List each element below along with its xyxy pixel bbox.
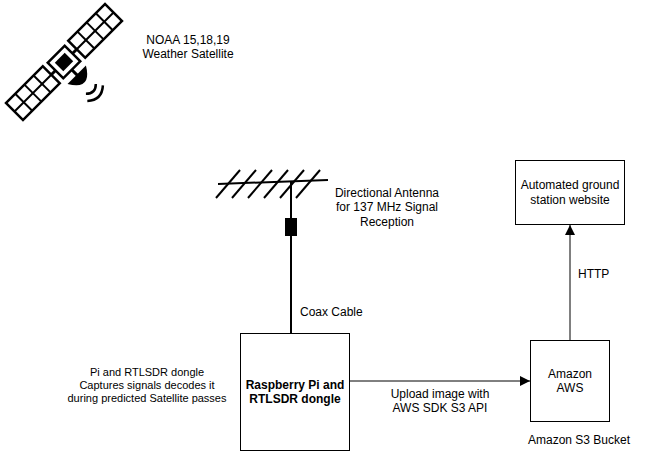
bucket-label: Amazon S3 Bucket bbox=[528, 433, 643, 447]
satellite-label: NOAA 15,18,19 Weather Satellite bbox=[138, 33, 238, 62]
edge-label: HTTP bbox=[576, 267, 611, 281]
http-arrow bbox=[570, 225, 571, 340]
box-text: Amazon AWS bbox=[535, 367, 605, 396]
balun-block bbox=[285, 218, 297, 236]
description-note: Pi and RTLSDR dongle Captures signals de… bbox=[67, 366, 227, 406]
box-text: Raspberry Pi and RTLSDR dongle bbox=[245, 378, 345, 407]
edge-label: Upload image with AWS SDK S3 API bbox=[383, 387, 497, 416]
satellite-icon bbox=[6, 4, 148, 146]
website-box: Automated ground station website bbox=[515, 160, 625, 225]
upload-arrow bbox=[350, 381, 530, 382]
antenna-label: Directional Antenna for 137 MHz Signal R… bbox=[330, 186, 444, 229]
cloud-box: Amazon AWS bbox=[530, 340, 610, 422]
box-text: Automated ground station website bbox=[520, 178, 620, 207]
cable-label: Coax Cable bbox=[300, 305, 390, 319]
device-box: Raspberry Pi and RTLSDR dongle bbox=[240, 333, 350, 451]
